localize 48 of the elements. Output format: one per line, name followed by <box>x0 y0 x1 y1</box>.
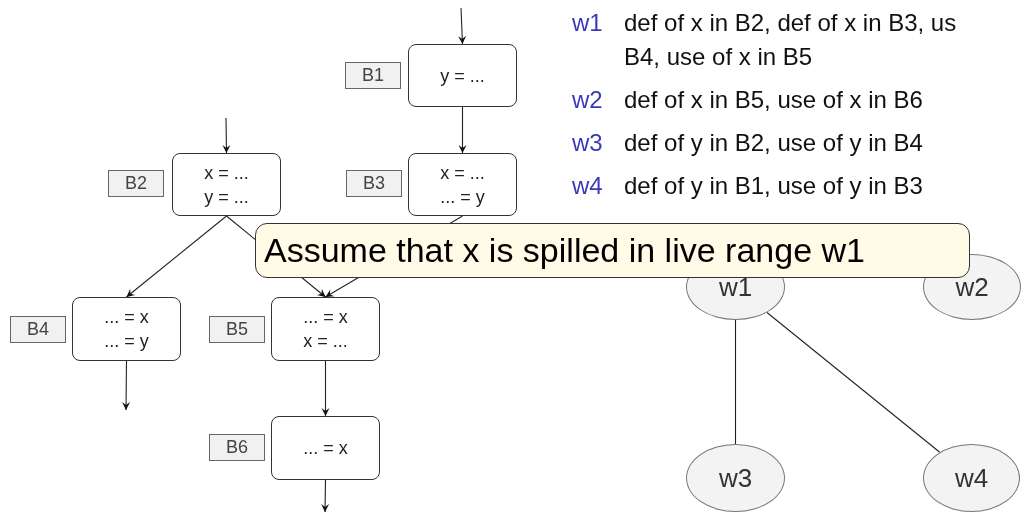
code-line: y = ... <box>204 185 249 209</box>
block-tag <box>10 316 66 343</box>
range-description: def of y in B2, use of y in B4 <box>624 128 924 158</box>
basic-block-box <box>271 416 380 480</box>
range-name: w4 <box>572 171 604 201</box>
range-name: w3 <box>572 128 604 158</box>
node-label: w4 <box>954 461 989 495</box>
arrow <box>458 7 467 45</box>
block-label: B3 <box>363 172 385 195</box>
code-line: ... = x <box>104 306 149 329</box>
code-line: x = ... <box>303 330 348 353</box>
code-line: ... = x <box>303 437 348 460</box>
block-tag <box>345 62 401 89</box>
code-line: ... = x <box>303 306 348 329</box>
code-line: x = ... <box>440 161 485 185</box>
node-label: w3 <box>718 461 753 495</box>
block-label: B6 <box>226 436 248 459</box>
range-description: def of y in B1, use of y in B3 <box>624 171 924 201</box>
block-label: B2 <box>125 172 147 195</box>
arrow <box>458 106 467 154</box>
arrow <box>122 360 131 411</box>
block-tag <box>346 170 402 197</box>
code-line: ... = y <box>440 185 485 209</box>
interference-edge <box>734 319 737 445</box>
arrow <box>321 360 330 417</box>
block-label: B4 <box>27 318 49 341</box>
block-tag <box>209 316 265 343</box>
range-description: def of x in B2, def of x in B3, us B4, use of x in B5 <box>624 8 958 72</box>
arrow <box>222 117 231 154</box>
arrow <box>125 215 228 298</box>
code-line: ... = y <box>104 330 149 353</box>
arrow <box>321 479 330 513</box>
interference-edge <box>766 311 941 453</box>
basic-block-box <box>72 297 181 361</box>
block-tag <box>209 434 265 461</box>
block-tag <box>108 170 164 197</box>
block-label: B5 <box>226 318 248 341</box>
callout-tooltip: Assume that x is spilled in live range w1 <box>255 223 970 278</box>
range-name: w2 <box>572 85 604 115</box>
code-line: y = ... <box>440 64 485 88</box>
basic-block-box <box>408 44 517 107</box>
range-name: w1 <box>572 8 604 38</box>
basic-block-box <box>271 297 380 361</box>
basic-block-box <box>408 153 517 216</box>
range-description: def of x in B5, use of x in B6 <box>624 85 924 115</box>
block-label: B1 <box>362 64 384 87</box>
code-line: x = ... <box>204 161 249 185</box>
basic-block-box <box>172 153 281 216</box>
